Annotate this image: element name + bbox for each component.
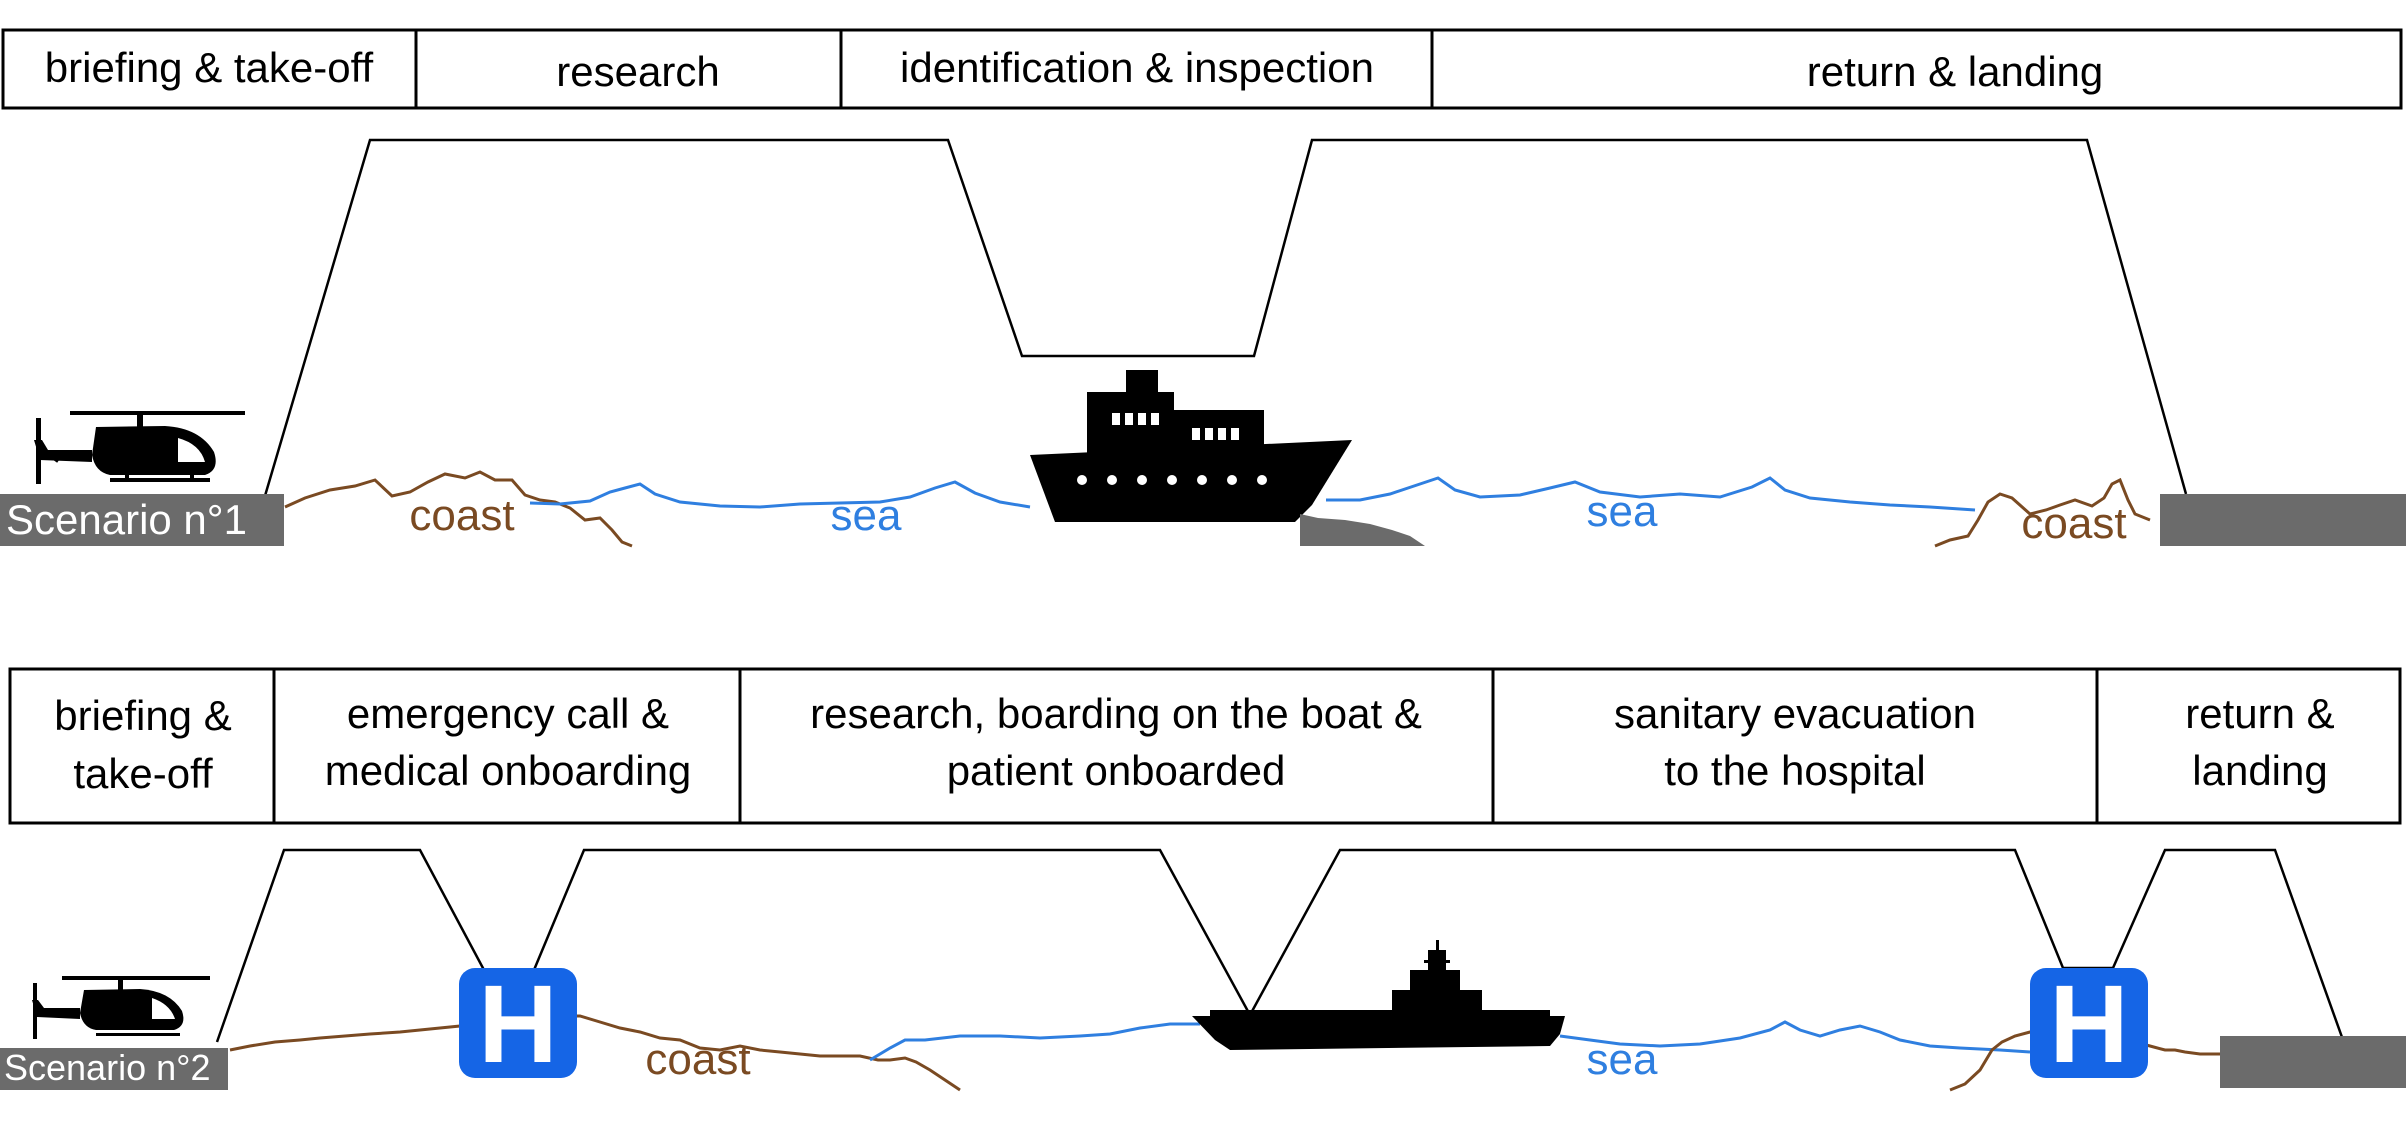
phase-label: briefing & take-off [45, 44, 374, 91]
phase-label-line1: emergency call & [347, 690, 669, 737]
sea-label: sea [1587, 487, 1658, 536]
phase-label-line1: briefing & [54, 692, 231, 739]
phase-label-line2: landing [2192, 747, 2327, 794]
landing-pad [2220, 1036, 2406, 1088]
phase-label-line2: medical onboarding [325, 747, 692, 794]
scenario-2: briefing & take-off emergency call & med… [0, 667, 2406, 1092]
svg-text:H: H [478, 963, 557, 1086]
phase-label: return & landing [1807, 48, 2104, 95]
coast-label: coast [2021, 499, 2126, 548]
rock-shape [1300, 514, 1425, 546]
landing-pad [2160, 494, 2406, 546]
phase-bar-frame [8, 667, 2402, 825]
scenario-label-box [0, 1048, 228, 1090]
sea-line-left [529, 480, 1031, 509]
phase-label-line1: sanitary evacuation [1614, 690, 1976, 737]
sea-line-middle [869, 1022, 1200, 1062]
coast-label: coast [409, 491, 514, 540]
helicopter-icon [34, 411, 245, 484]
warship-icon [1192, 940, 1565, 1050]
phase-label-line2: to the hospital [1664, 747, 1926, 794]
scenario-2-label: Scenario n°2 [0, 1047, 228, 1090]
phase-label: identification & inspection [900, 44, 1374, 91]
sea-line-right [1559, 1020, 2031, 1054]
coast-label: coast [645, 1035, 750, 1084]
sea-line-right [1326, 476, 1976, 512]
hospital-icon: H [2030, 963, 2148, 1086]
phase-label-line2: patient onboarded [947, 747, 1286, 794]
scenario-1-label: Scenario n°1 [0, 494, 284, 546]
coast-line-left [229, 1014, 961, 1092]
scenario-label-text: Scenario n°2 [4, 1047, 211, 1088]
fishing-boat-icon [1030, 370, 1352, 522]
coast-line-left [284, 470, 633, 548]
scenario-label-box [0, 494, 284, 546]
hospital-icon: H [459, 963, 577, 1086]
phase-label-line1: return & [2185, 690, 2334, 737]
sea-label: sea [1587, 1035, 1658, 1084]
scenario-label-text: Scenario n°1 [6, 496, 247, 543]
phase-label-line1: research, boarding on the boat & [810, 690, 1422, 737]
phase-label-line2: take-off [73, 750, 213, 797]
scenario-1-phase-bar: briefing & take-off research identificat… [1, 28, 2403, 110]
scenario-2-phase-bar: briefing & take-off emergency call & med… [8, 667, 2402, 825]
coast-line-right [1934, 477, 2151, 548]
svg-text:H: H [2049, 963, 2128, 1086]
phase-bar-frame [1, 28, 2403, 110]
sea-label: sea [831, 491, 902, 540]
phase-label: research [556, 48, 719, 95]
flight-path [260, 138, 2188, 507]
helicopter-icon [32, 976, 210, 1039]
scenario-1: briefing & take-off research identificat… [0, 28, 2406, 548]
